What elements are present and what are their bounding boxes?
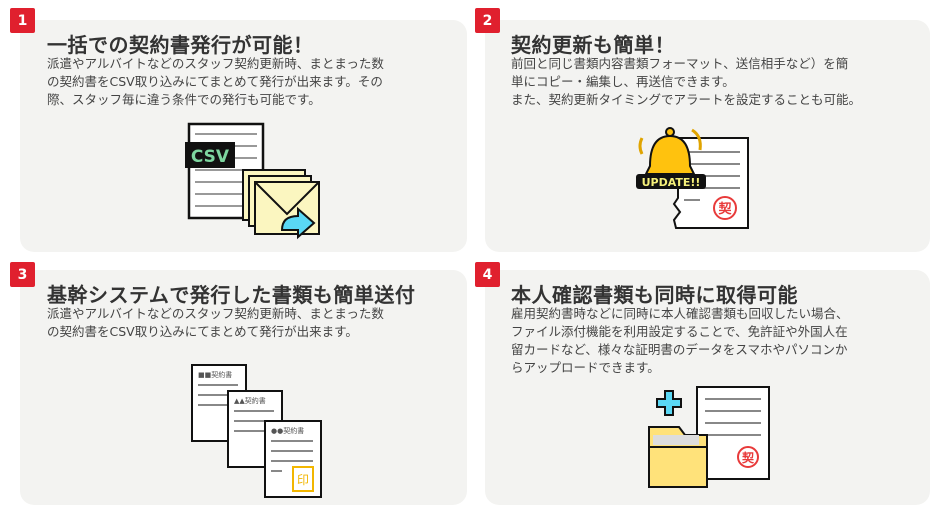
feature-description: 派遣やアルバイトなどのスタッフ契約更新時、まとまった数 の契約書をCSV取り込み… <box>47 305 384 341</box>
stamp-label: 印 <box>297 473 309 487</box>
feature-title: 契約更新も簡単！ <box>511 33 675 57</box>
update-label: UPDATE!! <box>642 176 701 189</box>
feature-title: 基幹システムで発行した書類も簡単送付 <box>47 283 416 307</box>
feature-title: 本人確認書類も同時に取得可能 <box>511 283 798 307</box>
description-line: 留カードなど、様々な証明書のデータをスマホやパソコンか <box>511 342 848 357</box>
feature-number-badge: 2 <box>475 8 500 33</box>
document-label: ●●契約書 <box>271 426 304 435</box>
stamp-label: 契 <box>741 450 755 465</box>
description-line: 派遣やアルバイトなどのスタッフ契約更新時、まとまった数 <box>47 56 384 71</box>
document-label: ▲▲契約書 <box>234 396 266 405</box>
description-line: 雇用契約書時などに同時に本人確認書類も回収したい場合、 <box>511 306 849 321</box>
description-line: らアップロードできます。 <box>511 360 660 375</box>
stamp-label: 契 <box>717 201 732 217</box>
feature-description: 前回と同じ書類内容書類フォーマット、送信相手など）を簡 単にコピー・編集し、再送… <box>511 55 861 109</box>
description-line: の契約書をCSV取り込みにてまとめて発行が出来ます。その <box>47 74 383 89</box>
documents-illustration: ■■契約書 ▲▲契約書 ●●契約書 印 <box>191 364 322 498</box>
feature-number-badge: 4 <box>475 262 500 287</box>
update-bell-illustration: 契 UPDATE!! <box>636 127 749 229</box>
csv-label: CSV <box>191 147 230 167</box>
description-line: 前回と同じ書類内容書類フォーマット、送信相手など）を簡 <box>511 56 849 71</box>
document-3: ●●契約書 印 <box>264 420 322 498</box>
description-line: 単にコピー・編集し、再送信できます。 <box>511 74 735 89</box>
csv-envelope-illustration: CSV <box>185 122 320 240</box>
description-line: 際、スタッフ毎に違う条件での発行も可能です。 <box>47 92 321 107</box>
feature-description: 派遣やアルバイトなどのスタッフ契約更新時、まとまった数 の契約書をCSV取り込み… <box>47 55 384 109</box>
description-line: 派遣やアルバイトなどのスタッフ契約更新時、まとまった数 <box>47 306 384 321</box>
feature-description: 雇用契約書時などに同時に本人確認書類も回収したい場合、 ファイル添付機能を利用設… <box>511 305 849 377</box>
document-label: ■■契約書 <box>198 370 232 379</box>
description-line: ファイル添付機能を利用設定することで、免許証や外国人在 <box>511 324 848 339</box>
feature-number-badge: 3 <box>10 262 35 287</box>
feature-title: 一括での契約書発行が可能！ <box>47 33 314 57</box>
folder-upload-illustration: 契 <box>648 386 770 488</box>
description-line: また、契約更新タイミングでアラートを設定することも可能。 <box>511 92 862 107</box>
feature-number-badge: 1 <box>10 8 35 33</box>
plus-icon <box>656 390 682 416</box>
description-line: の契約書をCSV取り込みにてまとめて発行が出来ます。 <box>47 324 358 339</box>
